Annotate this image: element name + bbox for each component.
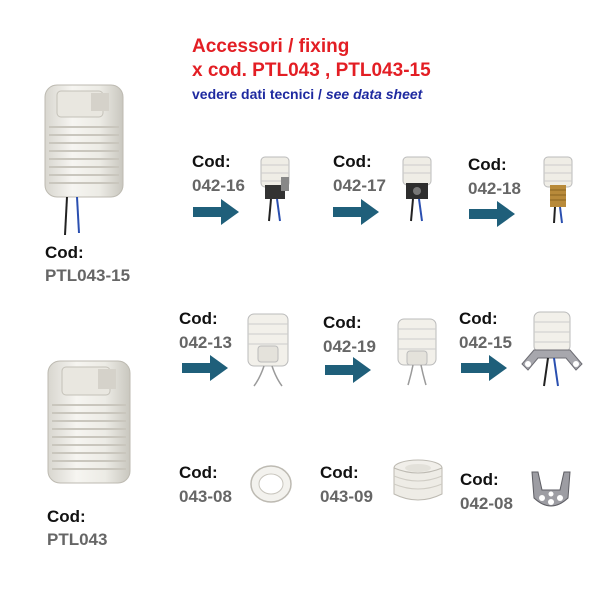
product-cod-label: Cod: — [45, 243, 84, 262]
accessory-cod-label: Cod: — [320, 463, 359, 482]
header-line1: Accessori / fixing — [192, 36, 350, 57]
accessory-cod-label: Cod: — [468, 155, 507, 174]
product-image-ptl043 — [40, 355, 140, 495]
accessory-cod-label: Cod: — [179, 463, 218, 482]
accessory-image-043-08 — [248, 460, 294, 506]
accessory-image-042-15 — [520, 310, 584, 390]
accessory-image-042-16 — [255, 155, 295, 225]
accessory-cod-label: Cod: — [192, 152, 231, 171]
arrow-icon — [182, 355, 228, 381]
accessory-cod-label: Cod: — [333, 152, 372, 171]
accessory-image-043-09 — [390, 456, 446, 508]
accessory-code-042-19: 042-19 — [323, 337, 376, 356]
accessory-image-042-08 — [528, 468, 574, 518]
arrow-icon — [461, 355, 507, 381]
product-cod-label: Cod: — [47, 507, 86, 526]
arrow-icon — [333, 199, 379, 225]
accessory-code-042-16: 042-16 — [192, 176, 245, 195]
product-image-ptl043-15 — [35, 75, 135, 240]
accessory-image-042-13 — [244, 312, 292, 388]
accessory-code-042-08: 042-08 — [460, 494, 513, 513]
header-line2: x cod. PTL043 , PTL043-15 — [192, 60, 431, 81]
header-line3-it: vedere dati tecnici / — [192, 86, 326, 102]
accessory-image-042-19 — [394, 317, 440, 387]
product-code-ptl043-15: PTL043-15 — [45, 266, 131, 285]
accessory-cod-label: Cod: — [179, 309, 218, 328]
accessory-code-043-08: 043-08 — [179, 487, 232, 506]
arrow-icon — [193, 199, 239, 225]
accessory-cod-label: Cod: — [323, 313, 362, 332]
accessory-code-042-15: 042-15 — [459, 333, 512, 352]
accessory-image-042-17 — [397, 155, 437, 225]
accessory-code-043-09: 043-09 — [320, 487, 373, 506]
accessory-code-042-18: 042-18 — [468, 179, 521, 198]
accessory-image-042-18 — [538, 155, 578, 225]
arrow-icon — [325, 357, 371, 383]
header-line3: vedere dati tecnici / see data sheet — [192, 86, 422, 103]
accessory-cod-label: Cod: — [459, 309, 498, 328]
accessory-cod-label: Cod: — [460, 470, 499, 489]
product-code-ptl043: PTL043 — [47, 530, 108, 549]
arrow-icon — [469, 201, 515, 227]
accessory-code-042-17: 042-17 — [333, 176, 386, 195]
accessory-code-042-13: 042-13 — [179, 333, 232, 352]
header-line3-en: see data sheet — [325, 86, 423, 102]
